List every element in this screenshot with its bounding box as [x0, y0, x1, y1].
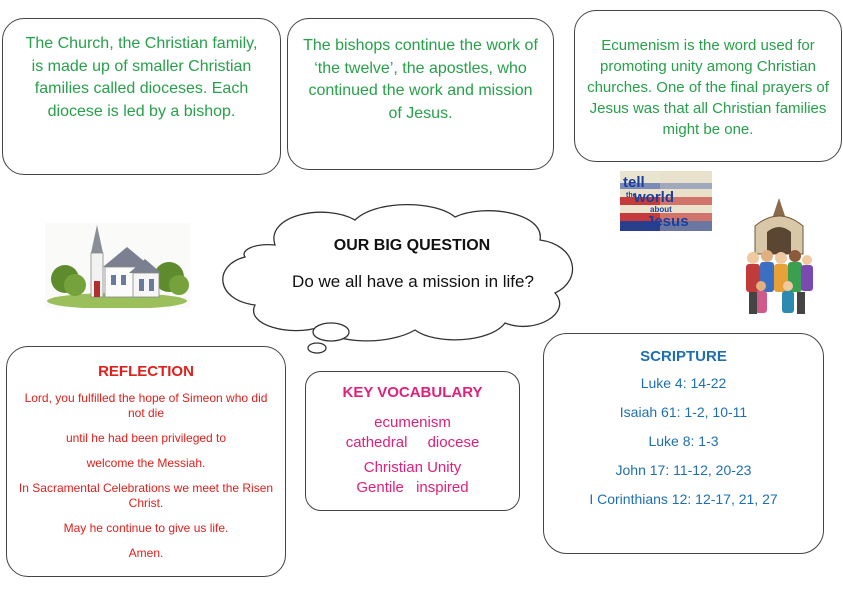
reflection-line: In Sacramental Celebrations we meet the …: [18, 481, 274, 510]
vocabulary-row: ecumenism: [312, 413, 513, 433]
key-vocabulary-title: KEY VOCABULARY: [342, 384, 483, 401]
big-question-title: OUR BIG QUESTION: [333, 237, 491, 254]
vocabulary-row: Christian Unity: [312, 458, 513, 478]
reflection-line: Amen.: [128, 546, 164, 560]
svg-text:the: the: [626, 192, 637, 199]
vocabulary-row: cathedral diocese: [312, 433, 513, 453]
vocabulary-word: Christian Unity: [363, 459, 462, 476]
ecumenism-text: Ecumenism is the word used for promoting…: [587, 37, 829, 138]
thought-cloud: [222, 203, 574, 354]
vocabulary-word: ecumenism: [374, 414, 451, 431]
key-vocabulary-panel: KEY VOCABULARY ecumenism cathedral dioce…: [305, 371, 520, 511]
reflection-line: Lord, you fulfilled the hope of Simeon w…: [24, 391, 268, 420]
svg-text:about: about: [650, 205, 672, 214]
church-family-panel: The Church, the Christian family, is mad…: [2, 18, 281, 175]
bishops-text: The bishops continue the work of ‘the tw…: [303, 37, 538, 122]
vocabulary-word: diocese: [427, 434, 480, 451]
church-clipart: [45, 223, 190, 308]
scripture-reference: Isaiah 61: 1-2, 10-11: [619, 404, 748, 420]
scripture-title: SCRIPTURE: [640, 348, 727, 365]
scripture-reference: John 17: 11-12, 20-23: [615, 462, 752, 478]
scripture-panel: SCRIPTURE Luke 4: 14-22 Isaiah 61: 1-2, …: [543, 333, 824, 554]
svg-text:world: world: [633, 189, 674, 206]
scripture-reference: Luke 8: 1-3: [648, 433, 719, 449]
big-question-text: Do we all have a mission in life?: [292, 272, 534, 291]
congregation-clipart: [746, 198, 813, 314]
scripture-reference: I Corinthians 12: 12-17, 21, 27: [589, 491, 778, 507]
reflection-line: until he had been privileged to: [65, 431, 227, 445]
reflection-panel: REFLECTION Lord, you fulfilled the hope …: [6, 346, 286, 577]
reflection-title: REFLECTION: [98, 363, 194, 380]
vocabulary-word: cathedral: [345, 434, 408, 451]
reflection-line: May he continue to give us life.: [63, 521, 229, 535]
vocabulary-word: Gentile: [356, 479, 404, 496]
ecumenism-panel: Ecumenism is the word used for promoting…: [574, 10, 842, 162]
reflection-line: welcome the Messiah.: [86, 456, 206, 470]
scripture-reference: Luke 4: 14-22: [640, 375, 727, 391]
church-family-text: The Church, the Christian family, is mad…: [25, 35, 258, 120]
bishops-panel: The bishops continue the work of ‘the tw…: [287, 18, 554, 170]
svg-text:tell: tell: [623, 174, 645, 191]
vocabulary-row: Gentile inspired: [312, 478, 513, 498]
tell-the-world-poster: tell the world about Jesus: [620, 171, 712, 231]
svg-text:Jesus: Jesus: [646, 213, 689, 230]
vocabulary-word: inspired: [416, 479, 469, 496]
